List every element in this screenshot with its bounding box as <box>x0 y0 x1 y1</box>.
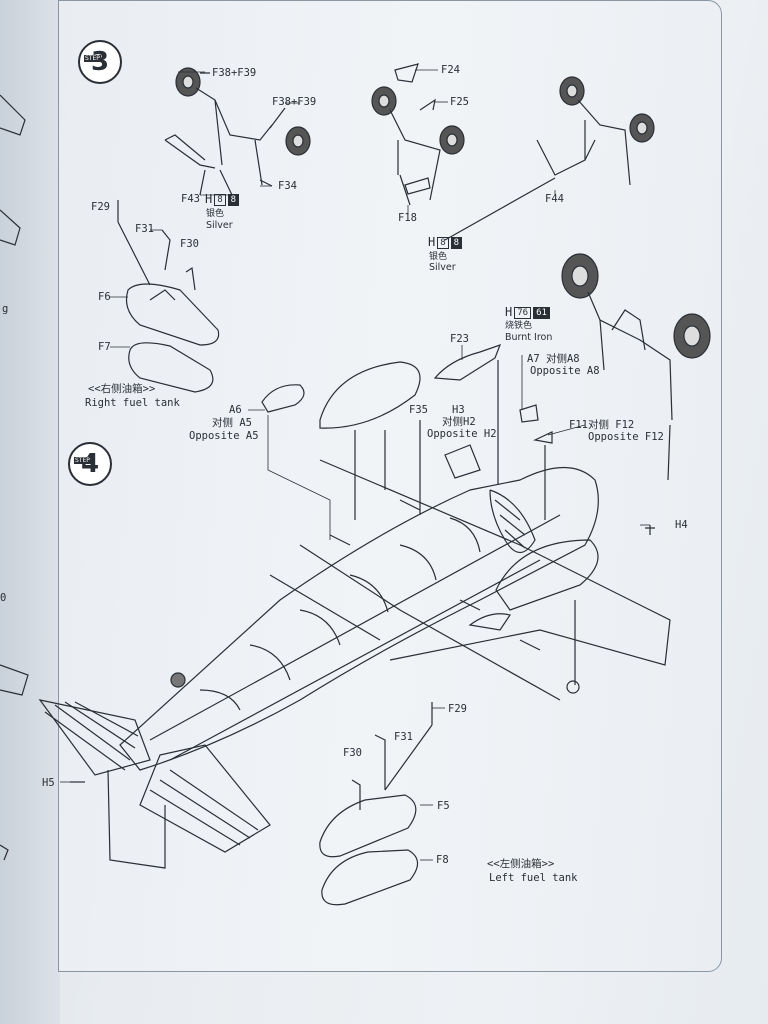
callout-a6: A6 <box>229 404 242 416</box>
fuselage <box>119 466 599 771</box>
callout-f25: F25 <box>450 96 469 108</box>
paint-silver-b-code: H <box>428 235 436 249</box>
instruction-sheet <box>58 0 722 972</box>
left-page-drawings <box>0 94 29 861</box>
left-page-edge <box>0 0 60 1024</box>
callout-h3-opposite: Opposite H2 <box>427 428 497 440</box>
main-gear-right <box>444 76 655 241</box>
callout-f30-bottom: F30 <box>343 747 362 759</box>
paint-silver-a-en: Silver <box>206 220 233 231</box>
callout-f38-f39-b: F38+F39 <box>272 96 317 108</box>
paint-silver-b-en: Silver <box>429 262 456 273</box>
callout-f7: F7 <box>98 341 111 353</box>
left-tank-cn: <<左侧油箱>> <box>487 858 555 870</box>
wing <box>269 459 671 701</box>
paint-silver-a-code: H <box>205 192 213 206</box>
callout-f35: F35 <box>409 404 428 416</box>
callout-f11-opposite: Opposite F12 <box>588 431 664 443</box>
callout-a7: A7 对侧A8 <box>527 353 580 365</box>
callout-f5: F5 <box>437 800 450 812</box>
paint-burnt-iron-chip-1: 76 <box>514 307 532 319</box>
callout-f29-top: F29 <box>91 201 110 213</box>
callout-a6-opposite-cn: 对侧 A5 <box>212 417 252 429</box>
callout-f38-f39-a: F38+F39 <box>212 67 257 79</box>
paint-silver-a-chip: 8 <box>214 194 226 206</box>
right-tank-en: Right fuel tank <box>85 397 180 409</box>
callout-f30-top: F30 <box>180 238 199 250</box>
callout-h4: H4 <box>675 519 688 531</box>
step-3-number: 3 <box>90 47 110 77</box>
callout-f29-bottom: F29 <box>448 703 467 715</box>
callout-f23: F23 <box>450 333 469 345</box>
paint-silver-b-chip-dark: 8 <box>450 237 463 249</box>
callout-f31-top: F31 <box>135 223 154 235</box>
paint-burnt-iron-en: Burnt Iron <box>505 332 553 343</box>
paint-burnt-iron-code: H <box>505 305 513 319</box>
paint-burnt-iron-cn: 烧铁色 <box>505 321 533 331</box>
paint-silver-b-chip: 8 <box>437 237 449 249</box>
tail-section <box>38 699 271 869</box>
left-page-text-fragment-1: g <box>2 303 9 315</box>
paint-burnt-iron-chip-2: 61 <box>533 307 550 319</box>
callout-a7-opposite: Opposite A8 <box>530 365 600 377</box>
callout-a6-opposite: Opposite A5 <box>189 430 259 442</box>
paint-silver-b-cn: 银色 <box>429 252 448 262</box>
callout-f43: F43 <box>181 193 200 205</box>
callout-h3: H3 <box>452 404 465 416</box>
callout-f8: F8 <box>436 854 449 866</box>
callout-f24: F24 <box>441 64 460 76</box>
callout-f44: F44 <box>545 193 564 205</box>
step-3-badge: STEP 3 <box>78 40 122 84</box>
callout-f11: F11对侧 F12 <box>569 419 635 431</box>
callout-h5: H5 <box>42 777 55 789</box>
step-4-tag: STEP <box>74 457 91 464</box>
callout-f18: F18 <box>398 212 417 224</box>
fuselage-small-parts <box>261 344 655 694</box>
right-tank-cn: <<右侧油箱>> <box>88 383 156 395</box>
paint-silver-a-chip-dark: 8 <box>227 194 240 206</box>
main-gear-middle <box>371 63 465 206</box>
left-tank-en: Left fuel tank <box>489 872 578 884</box>
paint-silver-a-cn: 银色 <box>206 209 225 219</box>
right-fuel-tank <box>117 200 220 393</box>
main-gear-left <box>164 67 311 196</box>
callout-h3-opposite-cn: 对侧H2 <box>442 416 476 428</box>
step-4-number: 4 <box>80 449 100 479</box>
step-3-tag: STEP <box>84 55 101 62</box>
callout-f31-bottom: F31 <box>394 731 413 743</box>
left-page-text-fragment-2: 0 <box>0 592 7 604</box>
left-fuel-tank <box>319 702 433 906</box>
gear-leg-assembly <box>561 253 711 481</box>
callout-f6: F6 <box>98 291 111 303</box>
callout-f34: F34 <box>278 180 297 192</box>
step-4-badge: STEP 4 <box>68 442 112 486</box>
